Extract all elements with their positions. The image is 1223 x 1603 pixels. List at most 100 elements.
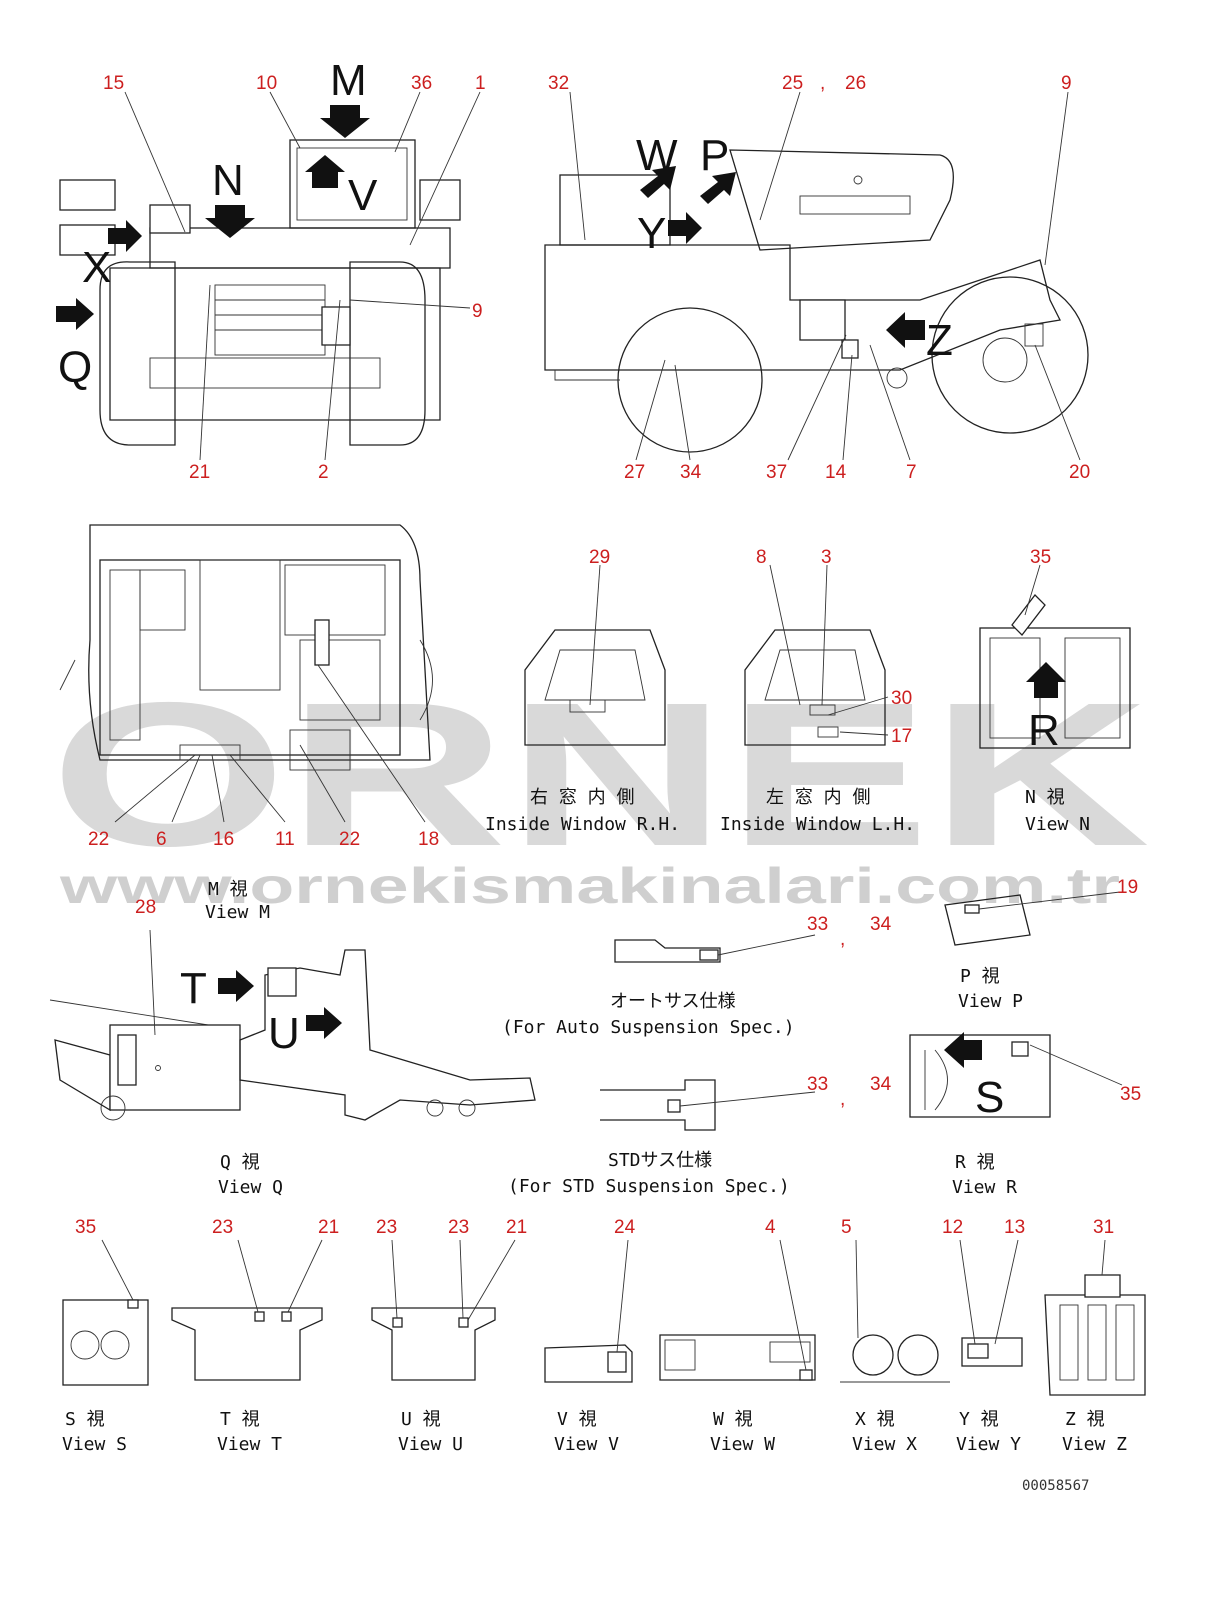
std-susp-drawing bbox=[600, 1079, 816, 1131]
callout-number: 36 bbox=[411, 73, 432, 94]
caption-jp: Y 視 bbox=[959, 1409, 999, 1430]
side-view-callouts: 32 25 , 26 9 27 34 37 14 7 20 bbox=[548, 73, 1090, 483]
callout-number: 19 bbox=[1117, 877, 1138, 898]
view-r-caption: R 視 View R bbox=[952, 1152, 1017, 1198]
view-t-drawing bbox=[171, 1239, 323, 1381]
callout-number: 14 bbox=[825, 462, 847, 483]
callout-number: 30 bbox=[891, 688, 912, 709]
caption-jp: Z 視 bbox=[1065, 1409, 1105, 1430]
view-n-caption: N 視 View N bbox=[1025, 787, 1090, 835]
callout-number: 13 bbox=[1004, 1217, 1025, 1238]
callout-number: 1 bbox=[475, 73, 486, 94]
view-letter-x: X bbox=[82, 243, 111, 292]
view-letter-y: Y bbox=[637, 209, 666, 258]
view-letter-m: M bbox=[330, 56, 367, 105]
view-m-leaders bbox=[114, 664, 426, 823]
view-q-caption: Q 視 View Q bbox=[218, 1152, 283, 1198]
caption-en: View P bbox=[958, 991, 1023, 1012]
view-letter-q: Q bbox=[58, 343, 92, 392]
side-view-drawing bbox=[544, 149, 1089, 453]
caption-en: View N bbox=[1025, 814, 1090, 835]
view-u-drawing bbox=[371, 1239, 516, 1381]
side-view-letters: W P Y Z bbox=[636, 131, 953, 365]
view-letter-w: W bbox=[636, 131, 678, 180]
caption-en: View M bbox=[205, 902, 270, 923]
callout-number: 9 bbox=[1061, 73, 1072, 94]
callout-number: 25 bbox=[782, 73, 803, 94]
caption-en: Inside Window R.H. bbox=[485, 814, 680, 835]
callout-number: 7 bbox=[906, 462, 917, 483]
caption-jp: X 視 bbox=[855, 1409, 895, 1430]
callout-number: 21 bbox=[318, 1217, 339, 1238]
view-letter-n: N bbox=[212, 156, 244, 205]
auto-susp-caption: オートサス仕様 (For Auto Suspension Spec.) bbox=[502, 991, 795, 1038]
callout-number: 27 bbox=[624, 462, 645, 483]
caption-jp: STDサス仕様 bbox=[608, 1150, 712, 1171]
view-w-drawing bbox=[659, 1239, 816, 1381]
callout-number: 20 bbox=[1069, 462, 1090, 483]
caption-en: View V bbox=[554, 1434, 619, 1455]
callout-number: 23 bbox=[212, 1217, 233, 1238]
watermark-brand: ORNEK bbox=[50, 660, 1150, 889]
view-p-caption: P 視 View P bbox=[958, 966, 1023, 1012]
std-susp-caption: STDサス仕様 (For STD Suspension Spec.) bbox=[508, 1150, 790, 1197]
callout-number: 32 bbox=[548, 73, 569, 94]
cab-captions: 右 窓 内 側 Inside Window R.H. 左 窓 内 側 Insid… bbox=[485, 787, 915, 835]
view-letter-u: U bbox=[268, 1009, 300, 1058]
view-p-drawing bbox=[944, 891, 1121, 946]
caption-jp: W 視 bbox=[713, 1409, 753, 1430]
callout-number: 26 bbox=[845, 73, 866, 94]
caption-jp: U 視 bbox=[401, 1409, 441, 1430]
callout-number: 28 bbox=[135, 897, 156, 918]
callout-number: 8 bbox=[756, 547, 767, 568]
callout-number: 33 bbox=[807, 1074, 828, 1095]
caption-en: (For Auto Suspension Spec.) bbox=[502, 1017, 795, 1038]
view-z-drawing bbox=[1044, 1239, 1146, 1396]
callout-number: , bbox=[840, 929, 845, 950]
caption-en: View R bbox=[952, 1177, 1017, 1198]
drawing-number: 00058567 bbox=[1022, 1478, 1089, 1494]
caption-en: View Z bbox=[1062, 1434, 1127, 1455]
caption-en: View S bbox=[62, 1434, 127, 1455]
callout-number: 9 bbox=[472, 301, 483, 322]
callout-number: 22 bbox=[339, 829, 360, 850]
caption-en: View X bbox=[852, 1434, 917, 1455]
caption-jp: N 視 bbox=[1025, 787, 1065, 808]
side-view-leaders bbox=[569, 91, 1081, 461]
view-m-callouts: 22 6 16 11 22 18 bbox=[88, 829, 439, 850]
callout-number: 21 bbox=[189, 462, 210, 483]
callout-number: 22 bbox=[88, 829, 109, 850]
front-view-drawing bbox=[56, 105, 461, 446]
callout-number: 23 bbox=[376, 1217, 397, 1238]
caption-en: View Q bbox=[218, 1177, 283, 1198]
caption-jp: 左 窓 内 側 bbox=[766, 787, 871, 808]
callout-number: 10 bbox=[256, 73, 277, 94]
caption-en: (For STD Suspension Spec.) bbox=[508, 1176, 790, 1197]
front-view-leaders bbox=[124, 91, 481, 461]
callout-number: 5 bbox=[841, 1217, 852, 1238]
callout-number: 15 bbox=[103, 73, 124, 94]
callout-number: 16 bbox=[213, 829, 234, 850]
bottom-row-captions: S 視 View S T 視 View T U 視 View U V 視 Vie… bbox=[62, 1409, 1127, 1455]
callout-number: 17 bbox=[891, 726, 912, 747]
caption-jp: T 視 bbox=[220, 1409, 260, 1430]
callout-number: 29 bbox=[589, 547, 610, 568]
view-y-drawing bbox=[959, 1239, 1023, 1367]
view-s-drawing bbox=[62, 1239, 149, 1386]
watermark-url: www.ornekismakinalari.com.tr bbox=[59, 858, 1120, 914]
front-view-letters: M N V X Q bbox=[58, 56, 378, 392]
callout-number: 33 bbox=[807, 914, 828, 935]
caption-jp: 右 窓 内 側 bbox=[530, 787, 635, 808]
callout-number: 35 bbox=[1120, 1084, 1141, 1105]
view-letter-p: P bbox=[700, 131, 729, 180]
view-letter-r: R bbox=[1028, 706, 1060, 755]
watermark: ORNEK www.ornekismakinalari.com.tr bbox=[50, 660, 1150, 914]
caption-en: View T bbox=[217, 1434, 282, 1455]
caption-jp: Q 視 bbox=[220, 1152, 260, 1173]
callout-number: 2 bbox=[318, 462, 329, 483]
view-n-drawing bbox=[979, 564, 1131, 749]
caption-jp: R 視 bbox=[955, 1152, 995, 1173]
caption-jp: P 視 bbox=[960, 966, 1000, 987]
